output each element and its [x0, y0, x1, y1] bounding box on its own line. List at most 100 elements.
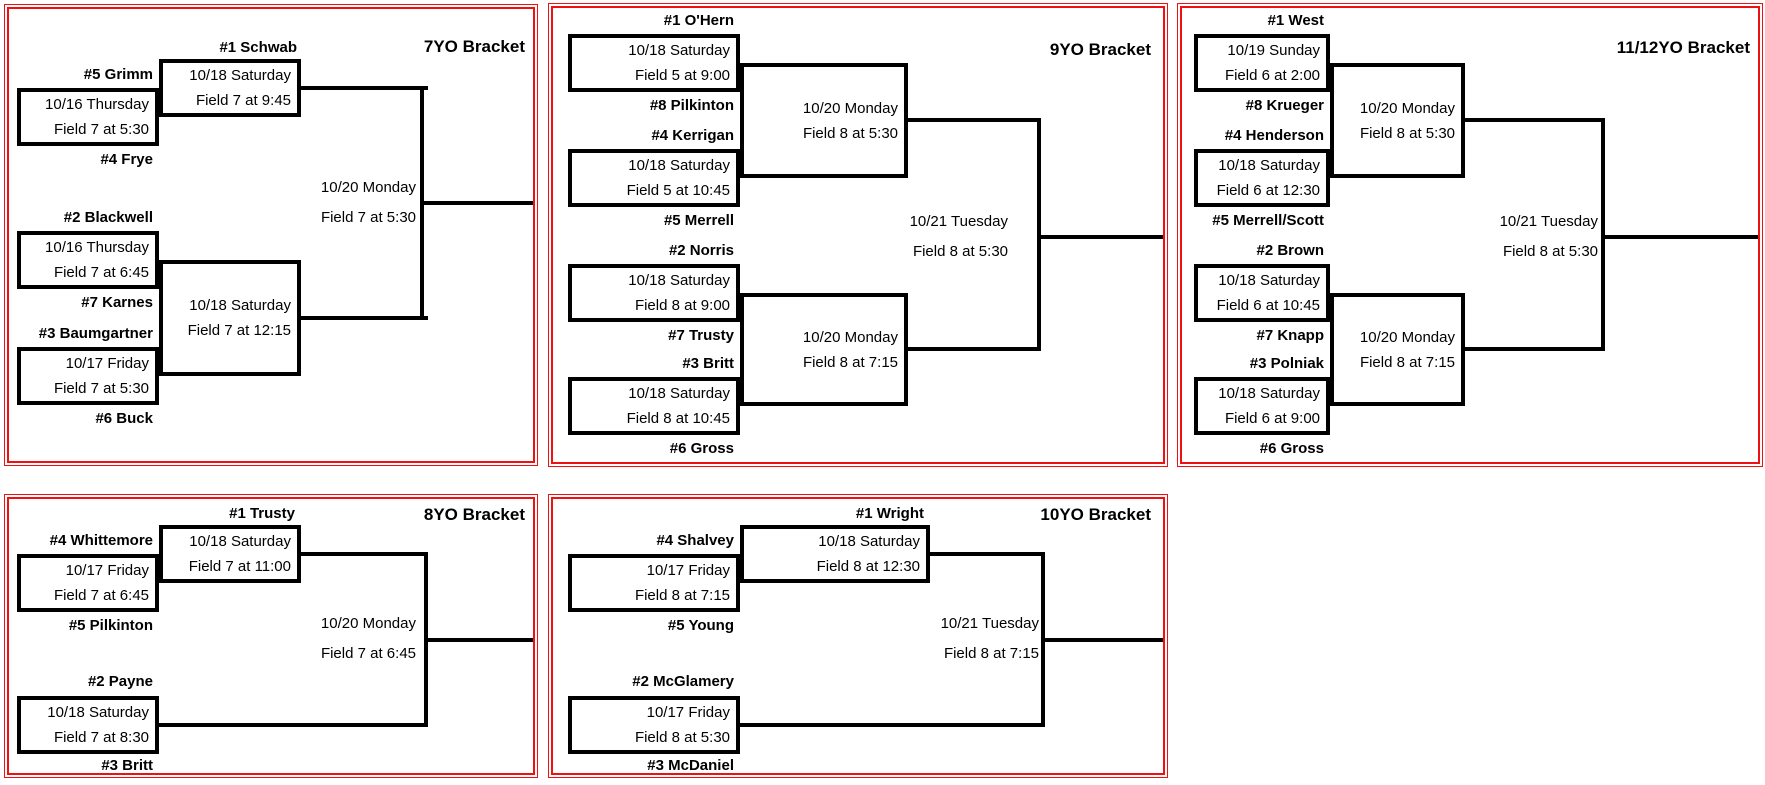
match-box-round1: 10/17 Friday Field 8 at 7:15	[568, 554, 740, 612]
winner-line	[159, 723, 428, 727]
match-box-round1: 10/17 Friday Field 8 at 5:30	[568, 696, 740, 754]
match-date: 10/18 Saturday	[628, 272, 730, 289]
match-field: Field 6 at 12:30	[1216, 182, 1320, 199]
team-label-seed1: #1 West	[1267, 12, 1324, 29]
team-label-seed5: #5 Merrell/Scott	[1212, 212, 1324, 229]
final-field: Field 8 at 5:30	[1502, 243, 1598, 260]
match-date: 10/17 Friday	[646, 704, 730, 721]
match-date: 10/18 Saturday	[1218, 272, 1320, 289]
champion-line	[1037, 235, 1163, 239]
team-label-seed4: #4 Henderson	[1224, 127, 1324, 144]
final-field: Field 8 at 5:30	[912, 243, 1008, 260]
match-date: 10/16 Thursday	[45, 239, 149, 256]
match-date: 10/18 Saturday	[189, 297, 291, 314]
bracket-title: 10YO Bracket	[1040, 505, 1151, 524]
match-field: Field 7 at 11:00	[188, 558, 291, 575]
team-label-seed2: #2 Norris	[668, 242, 734, 259]
match-date: 10/18 Saturday	[189, 67, 291, 84]
team-label-seed6: #6 Gross	[1259, 440, 1324, 457]
team-label-seed7: #7 Trusty	[668, 327, 734, 344]
team-label-seed1: #1 O'Hern	[663, 12, 734, 29]
match-box-quarterfinal: 10/18 Saturday Field 6 at 9:00	[1194, 377, 1330, 435]
panel-8yo-bracket: 8YO Bracket #1 Trusty 10/18 Saturday Fie…	[4, 494, 538, 778]
match-box-quarterfinal: 10/18 Saturday Field 5 at 10:45	[568, 149, 740, 207]
match-date: 10/18 Saturday	[47, 704, 149, 721]
champion-line	[1041, 638, 1163, 642]
match-box-round1: 10/16 Thursday Field 7 at 6:45	[17, 231, 159, 289]
team-label-seed5: #5 Young	[667, 617, 734, 634]
match-box-semifinal-top: 10/20 Monday Field 8 at 5:30	[740, 63, 908, 178]
champion-line	[1601, 235, 1758, 239]
match-box-quarterfinal: 10/18 Saturday Field 5 at 9:00	[568, 34, 740, 92]
match-field: Field 5 at 9:00	[634, 67, 730, 84]
match-field: Field 8 at 7:15	[1359, 353, 1455, 371]
match-field: Field 7 at 9:45	[195, 92, 291, 109]
match-box-round1: 10/17 Friday Field 7 at 6:45	[17, 554, 159, 612]
match-date: 10/17 Friday	[65, 355, 149, 372]
team-label-seed2: #2 Blackwell	[63, 209, 153, 226]
bracket-title: 7YO Bracket	[423, 37, 525, 56]
team-label-seed3: #3 McDaniel	[647, 757, 734, 774]
match-field: Field 8 at 7:15	[634, 587, 730, 604]
final-date: 10/21 Tuesday	[1499, 213, 1598, 230]
match-date: 10/18 Saturday	[818, 533, 920, 550]
match-date: 10/18 Saturday	[189, 533, 291, 550]
team-label-seed1: #1 Wright	[855, 505, 924, 522]
match-box-round1: 10/16 Thursday Field 7 at 5:30	[17, 88, 159, 146]
team-label-seed5: #5 Merrell	[663, 212, 734, 229]
match-date: 10/20 Monday	[1359, 99, 1455, 117]
team-label-seed3: #3 Polniak	[1249, 355, 1324, 372]
team-label-seed6: #6 Buck	[95, 410, 153, 427]
match-field: Field 7 at 8:30	[53, 729, 149, 746]
team-label-seed3: #3 Baumgartner	[38, 325, 153, 342]
winner-line	[1465, 118, 1605, 122]
winner-line	[930, 552, 1045, 556]
team-label-seed7: #7 Karnes	[81, 294, 153, 311]
match-date: 10/17 Friday	[65, 562, 149, 579]
final-date: 10/21 Tuesday	[940, 615, 1039, 632]
match-field: Field 5 at 10:45	[626, 182, 730, 199]
match-box-quarterfinal: 10/18 Saturday Field 6 at 12:30	[1194, 149, 1330, 207]
match-field: Field 8 at 10:45	[626, 410, 730, 427]
team-label-seed2: #2 Brown	[1256, 242, 1324, 259]
winner-line	[908, 347, 1041, 351]
match-date: 10/18 Saturday	[1218, 385, 1320, 402]
match-field: Field 7 at 6:45	[53, 587, 149, 604]
panel-10yo-bracket: 10YO Bracket #1 Wright 10/18 Saturday Fi…	[548, 494, 1168, 778]
team-label-seed8: #8 Pilkinton	[649, 97, 734, 114]
match-date: 10/20 Monday	[802, 328, 898, 346]
winner-line	[301, 316, 428, 320]
match-box-quarterfinal: 10/18 Saturday Field 8 at 10:45	[568, 377, 740, 435]
team-label-seed1: #1 Schwab	[219, 39, 297, 56]
match-field: Field 8 at 5:30	[1359, 124, 1455, 142]
winner-line	[301, 552, 428, 556]
team-label-seed5: #5 Pilkinton	[68, 617, 153, 634]
match-box-semifinal-bottom: 10/20 Monday Field 8 at 7:15	[1330, 293, 1465, 406]
final-field: Field 7 at 5:30	[320, 209, 416, 226]
champion-line	[420, 201, 533, 205]
match-box-quarterfinal: 10/18 Saturday Field 8 at 9:00	[568, 264, 740, 322]
bracket-title: 9YO Bracket	[1049, 40, 1151, 59]
final-date: 10/20 Monday	[320, 179, 416, 196]
match-box-semifinal-top: 10/20 Monday Field 8 at 5:30	[1330, 63, 1465, 178]
match-field: Field 6 at 10:45	[1216, 297, 1320, 314]
match-box-semifinal-top: 10/18 Saturday Field 7 at 9:45	[159, 59, 301, 117]
team-label-seed4: #4 Whittemore	[49, 532, 153, 549]
final-date: 10/20 Monday	[320, 615, 416, 632]
match-date: 10/20 Monday	[802, 99, 898, 117]
match-date: 10/18 Saturday	[628, 157, 730, 174]
match-field: Field 7 at 12:15	[187, 322, 291, 339]
match-box-semifinal: 10/18 Saturday Field 7 at 11:00	[159, 525, 301, 583]
match-field: Field 8 at 7:15	[802, 353, 898, 371]
match-field: Field 8 at 12:30	[816, 558, 920, 575]
team-label-seed4: #4 Frye	[100, 151, 153, 168]
team-label-seed2: #2 Payne	[87, 673, 153, 690]
match-field: Field 8 at 5:30	[802, 124, 898, 142]
match-field: Field 6 at 9:00	[1224, 410, 1320, 427]
match-date: 10/18 Saturday	[628, 385, 730, 402]
match-date: 10/20 Monday	[1359, 328, 1455, 346]
team-label-seed3: #3 Britt	[682, 355, 734, 372]
team-label-seed8: #8 Krueger	[1245, 97, 1324, 114]
winner-line	[301, 86, 428, 90]
